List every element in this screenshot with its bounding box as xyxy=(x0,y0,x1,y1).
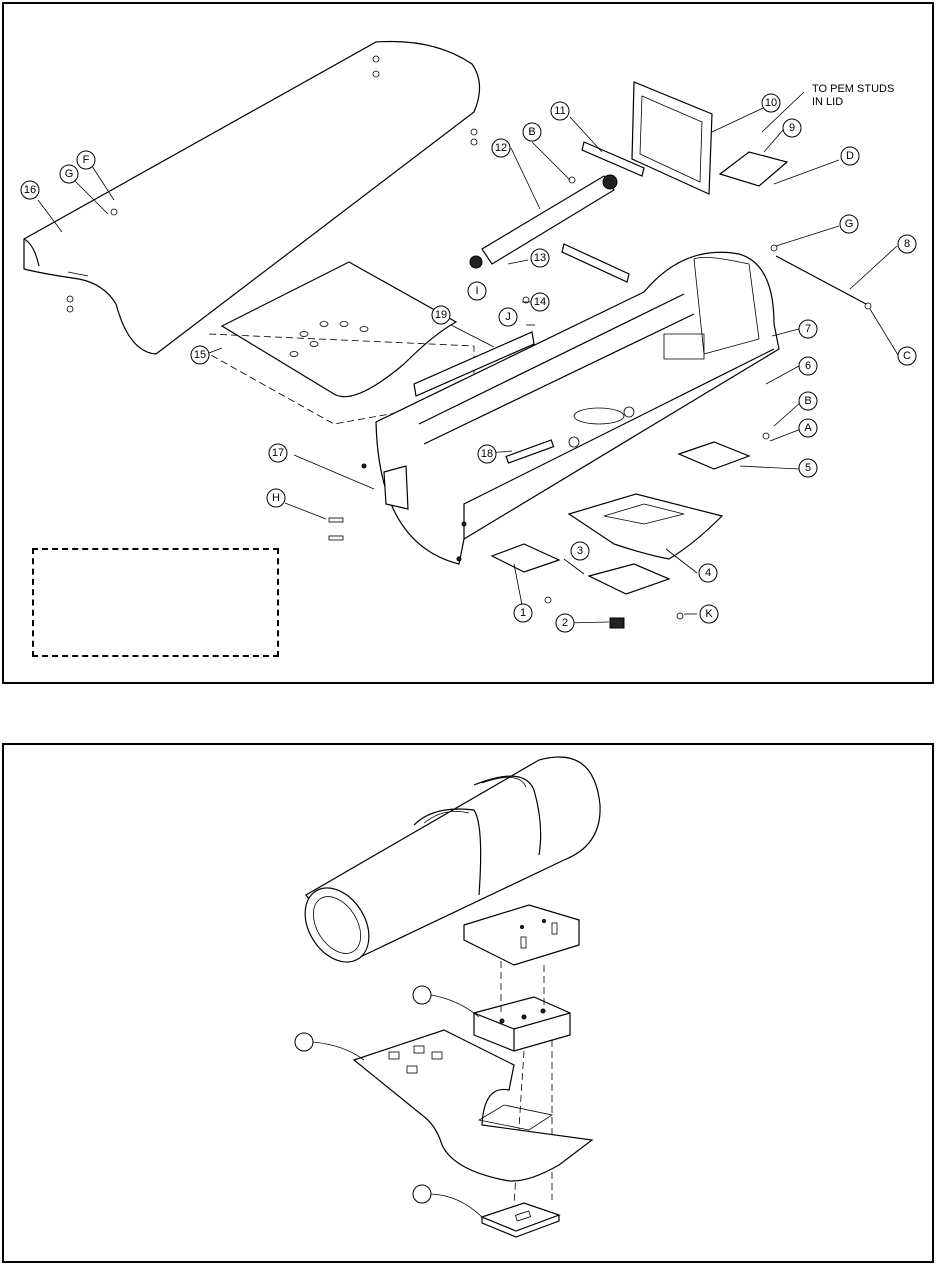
window-part xyxy=(631,81,713,195)
mounting-plate-part xyxy=(208,261,475,425)
callout-11: 11 xyxy=(550,101,570,121)
callout-5: 5 xyxy=(798,458,818,478)
callout-6: 6 xyxy=(798,356,818,376)
svg-text:4: 4 xyxy=(705,567,711,579)
callout-19: 19 xyxy=(431,305,451,325)
callout-10: 10 xyxy=(761,93,781,113)
callout-b: B xyxy=(798,391,818,411)
svg-text:3: 3 xyxy=(577,545,583,557)
callout-7: 7 xyxy=(798,319,818,339)
adapter-block-part xyxy=(473,996,571,1052)
callout-13: 13 xyxy=(530,248,550,268)
callout-i: I xyxy=(467,281,487,301)
svg-text:K: K xyxy=(705,608,713,620)
callout-g-left: G xyxy=(59,164,79,184)
svg-text:5: 5 xyxy=(805,462,811,474)
svg-text:G: G xyxy=(845,218,854,230)
foot-part xyxy=(490,543,561,573)
callout-k: K xyxy=(699,604,719,624)
callout-adapter xyxy=(412,985,432,1005)
svg-text:17: 17 xyxy=(272,447,284,459)
callout-12: 12 xyxy=(491,138,511,158)
svg-text:F: F xyxy=(83,154,90,166)
cover-plate-part xyxy=(718,151,789,187)
base-plate-part xyxy=(587,563,671,595)
hardware-screws xyxy=(110,176,872,620)
svg-text:10: 10 xyxy=(765,97,777,109)
bracket-11-part xyxy=(581,141,645,177)
svg-text:I: I xyxy=(475,285,478,297)
svg-text:16: 16 xyxy=(24,184,36,196)
bracket-part xyxy=(567,493,724,560)
leader-lines xyxy=(37,91,899,624)
callout-2: 2 xyxy=(555,613,575,633)
callout-bracket xyxy=(294,1032,314,1052)
svg-text:8: 8 xyxy=(904,238,910,250)
note-line-2: IN LID xyxy=(812,96,843,108)
callout-d: D xyxy=(840,146,860,166)
svg-text:D: D xyxy=(846,150,854,162)
camera-part xyxy=(304,756,601,963)
housing-body-part xyxy=(361,251,780,565)
svg-text:1: 1 xyxy=(520,607,526,619)
callout-3: 3 xyxy=(570,541,590,561)
rod-part xyxy=(775,255,867,305)
svg-text:2: 2 xyxy=(562,617,568,629)
callout-18: 18 xyxy=(477,444,497,464)
camera-mount-panel xyxy=(2,743,934,1263)
svg-text:7: 7 xyxy=(805,323,811,335)
svg-text:B: B xyxy=(528,126,535,138)
camera-mount-drawing xyxy=(294,756,601,1238)
callout-14: 14 xyxy=(530,292,550,312)
svg-text:15: 15 xyxy=(194,349,206,361)
connector-part xyxy=(609,617,625,629)
exploded-view-panel: TO PEM STUDS IN LID 16 G F 12 B 11 10 9 … xyxy=(2,2,934,684)
svg-text:13: 13 xyxy=(534,252,546,264)
leader-lines xyxy=(312,994,483,1218)
strip-part xyxy=(413,331,535,397)
svg-text:C: C xyxy=(903,350,911,362)
lid-part xyxy=(23,40,481,355)
note-line-1: TO PEM STUDS xyxy=(812,83,894,95)
mounting-bracket-part xyxy=(352,1029,594,1182)
heater-part xyxy=(469,174,618,269)
callout-e: B xyxy=(522,122,542,142)
svg-text:6: 6 xyxy=(805,360,811,372)
callout-9: 9 xyxy=(782,118,802,138)
callout-g-right: G xyxy=(839,214,859,234)
camera-bracket-part xyxy=(463,904,580,966)
callout-4: 4 xyxy=(698,563,718,583)
svg-text:19: 19 xyxy=(435,309,447,321)
callout-f: F xyxy=(76,150,96,170)
callout-8: 8 xyxy=(897,234,917,254)
callout-c: C xyxy=(897,346,917,366)
callout-h: H xyxy=(266,488,286,508)
callout-a: A xyxy=(798,418,818,438)
svg-text:J: J xyxy=(505,311,511,323)
dashed-note-box xyxy=(32,548,279,657)
exploded-view-drawing: TO PEM STUDS IN LID 16 G F 12 B 11 10 9 … xyxy=(20,40,917,633)
svg-text:G: G xyxy=(65,168,74,180)
access-panel-part xyxy=(383,465,409,510)
svg-text:A: A xyxy=(804,422,812,434)
svg-text:H: H xyxy=(272,492,280,504)
svg-text:9: 9 xyxy=(789,122,795,134)
svg-text:12: 12 xyxy=(495,142,507,154)
callout-plate xyxy=(412,1184,432,1204)
callout-15: 15 xyxy=(190,345,210,365)
callout-16: 16 xyxy=(20,180,40,200)
callout-j: J xyxy=(498,307,518,327)
svg-text:14: 14 xyxy=(534,296,546,308)
svg-text:18: 18 xyxy=(481,448,493,460)
callout-1: 1 xyxy=(513,603,533,623)
svg-text:B: B xyxy=(804,395,811,407)
foot-part xyxy=(677,441,751,470)
bottom-plate-part xyxy=(480,1202,561,1238)
bracket-14-part xyxy=(561,243,630,283)
svg-text:11: 11 xyxy=(554,105,565,117)
callout-17: 17 xyxy=(268,443,288,463)
rail-part xyxy=(505,439,555,464)
